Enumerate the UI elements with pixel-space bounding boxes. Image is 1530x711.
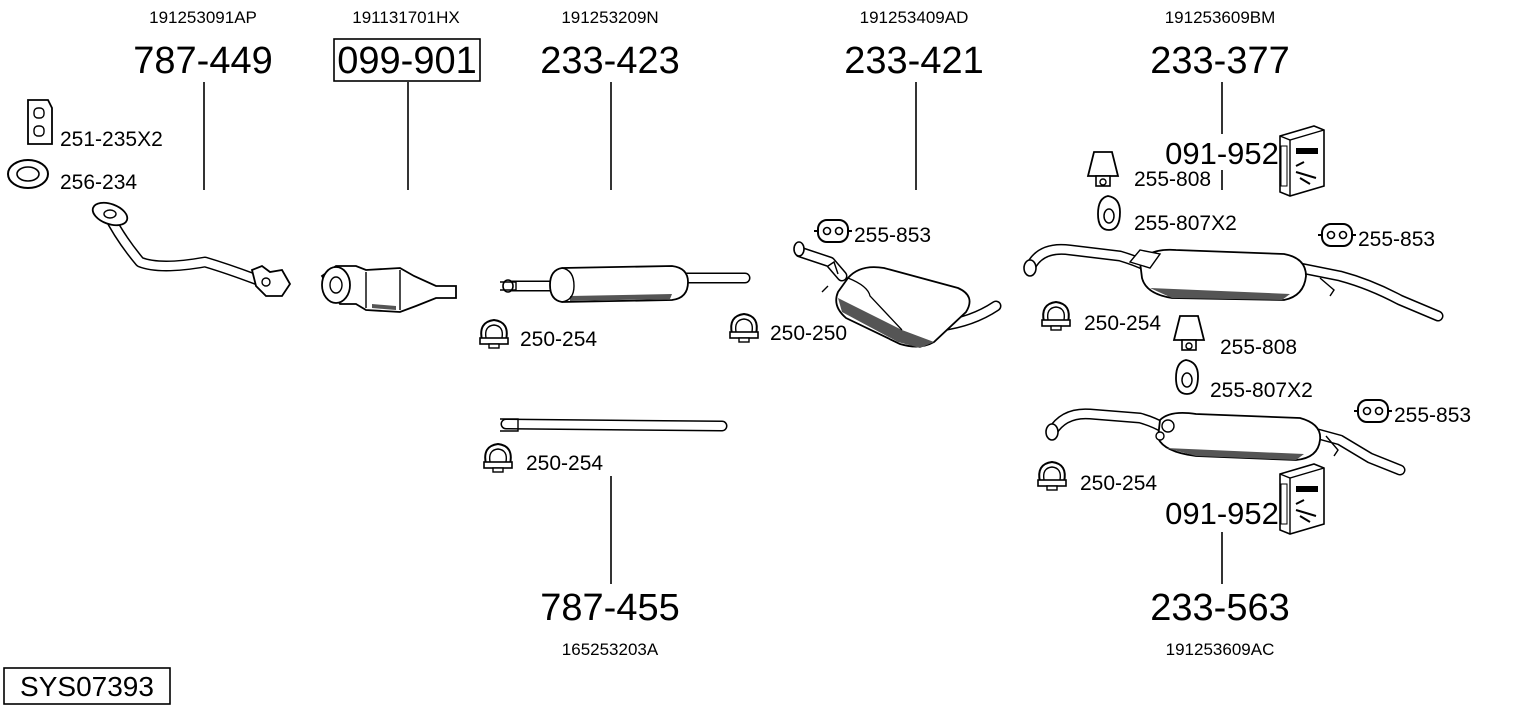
clamp-part-number[interactable]: 250-254 bbox=[520, 328, 597, 351]
clamp-icon[interactable] bbox=[729, 313, 759, 343]
clamp-part-number[interactable]: 250-254 bbox=[1080, 472, 1157, 495]
rubber-mount-icon[interactable] bbox=[1087, 151, 1119, 187]
part-number-787-449[interactable]: 787-449 bbox=[133, 40, 272, 82]
middle-silencer-illustration[interactable] bbox=[793, 241, 1002, 348]
catalytic-converter-illustration[interactable] bbox=[320, 265, 457, 313]
rubber-mount-part-number[interactable]: 255-808 bbox=[1220, 336, 1297, 359]
clamp-part-number[interactable]: 250-250 bbox=[770, 322, 847, 345]
ring-icon[interactable] bbox=[1097, 195, 1121, 231]
part-number-099-901[interactable]: 099-901 bbox=[337, 40, 476, 82]
clamp-part-number[interactable]: 250-254 bbox=[526, 452, 603, 475]
fitting-kit-box-icon[interactable] bbox=[1279, 463, 1325, 535]
fitting-kit-part-number[interactable]: 091-952 bbox=[1165, 136, 1279, 171]
diagram-id-box bbox=[3, 667, 171, 705]
hanger-part-number[interactable]: 255-853 bbox=[1394, 404, 1471, 427]
oe-number-099-901: 191131701HX bbox=[352, 8, 459, 27]
rear-silencer-upper-illustration[interactable] bbox=[1023, 243, 1444, 322]
bracket-part-number[interactable]: 251-235X2 bbox=[60, 128, 163, 151]
oe-number-233-421: 191253409AD bbox=[860, 8, 969, 27]
oe-number-787-449: 191253091AP bbox=[149, 8, 257, 27]
rubber-mount-icon[interactable] bbox=[1173, 315, 1205, 351]
clamp-icon[interactable] bbox=[483, 443, 513, 473]
fitting-kit-box-icon[interactable] bbox=[1279, 125, 1325, 197]
ring-icon[interactable] bbox=[1175, 359, 1199, 395]
oe-number-233-423: 191253209N bbox=[561, 8, 658, 27]
clamp-icon[interactable] bbox=[1037, 461, 1067, 491]
part-number-233-423[interactable]: 233-423 bbox=[540, 40, 679, 82]
part-number-233-421[interactable]: 233-421 bbox=[844, 40, 983, 82]
oe-number-233-563: 191253609AC bbox=[1166, 640, 1275, 659]
part-number-787-455[interactable]: 787-455 bbox=[540, 587, 679, 629]
hanger-icon[interactable] bbox=[1317, 223, 1357, 247]
centre-silencer-illustration[interactable] bbox=[500, 265, 751, 303]
fitting-kit-part-number[interactable]: 091-952 bbox=[1165, 496, 1279, 531]
rubber-mount-part-number[interactable]: 255-808 bbox=[1134, 168, 1211, 191]
gasket-icon[interactable] bbox=[7, 159, 49, 189]
part-number-233-377[interactable]: 233-377 bbox=[1150, 40, 1289, 82]
hanger-icon[interactable] bbox=[1353, 399, 1393, 423]
oe-number-787-455: 165253203A bbox=[562, 640, 659, 659]
hanger-part-number[interactable]: 255-853 bbox=[854, 224, 931, 247]
bracket-icon[interactable] bbox=[27, 99, 53, 145]
ring-part-number[interactable]: 255-807X2 bbox=[1210, 379, 1313, 402]
clamp-icon[interactable] bbox=[1041, 301, 1071, 331]
hanger-part-number[interactable]: 255-853 bbox=[1358, 228, 1435, 251]
diagram-id: SYS07393 bbox=[20, 671, 154, 702]
ring-part-number[interactable]: 255-807X2 bbox=[1134, 212, 1237, 235]
clamp-icon[interactable] bbox=[479, 319, 509, 349]
part-number-highlight-box bbox=[333, 38, 481, 82]
front-pipe-illustration[interactable] bbox=[90, 198, 292, 297]
gasket-part-number[interactable]: 256-234 bbox=[60, 171, 137, 194]
clamp-part-number[interactable]: 250-254 bbox=[1084, 312, 1161, 335]
hanger-icon[interactable] bbox=[813, 219, 853, 243]
intermediate-pipe-illustration[interactable] bbox=[500, 418, 728, 432]
rear-silencer-lower-illustration[interactable] bbox=[1045, 408, 1406, 476]
part-number-233-563[interactable]: 233-563 bbox=[1150, 587, 1289, 629]
oe-number-233-377: 191253609BM bbox=[1165, 8, 1276, 27]
